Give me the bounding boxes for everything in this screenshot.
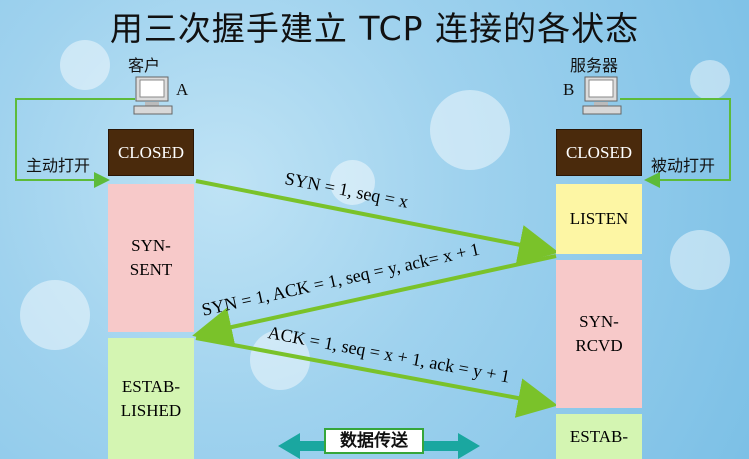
client-state-established: ESTAB- LISHED <box>108 338 194 459</box>
client-label: 客户 <box>128 56 161 75</box>
transfer-arrow-left <box>278 433 324 459</box>
client-open-loop <box>15 98 135 188</box>
server-state-established: ESTAB- <box>556 414 642 459</box>
client-state-closed: CLOSED <box>108 129 194 176</box>
syn-ack-arrow <box>192 254 557 347</box>
client-active-open: 主动打开 <box>26 156 91 175</box>
diagram-title: 用三次握手建立 TCP 连接的各状态 <box>109 9 640 48</box>
data-transfer-label: 数据传送 <box>324 428 424 454</box>
server-id: B <box>563 80 575 99</box>
client-id: A <box>176 80 189 99</box>
transfer-arrow-right <box>424 433 480 459</box>
server-computer-icon <box>582 75 622 121</box>
server-passive-open: 被动打开 <box>651 156 716 175</box>
server-state-syn-rcvd: SYN- RCVD <box>556 260 642 408</box>
ack-arrow <box>195 336 558 418</box>
server-state-listen: LISTEN <box>556 184 642 254</box>
server-state-closed: CLOSED <box>556 129 642 176</box>
client-computer-icon <box>133 75 173 121</box>
syn-arrow <box>195 179 559 265</box>
server-label: 服务器 <box>570 56 619 75</box>
client-state-syn-sent: SYN- SENT <box>108 184 194 332</box>
server-open-loop <box>620 98 731 188</box>
